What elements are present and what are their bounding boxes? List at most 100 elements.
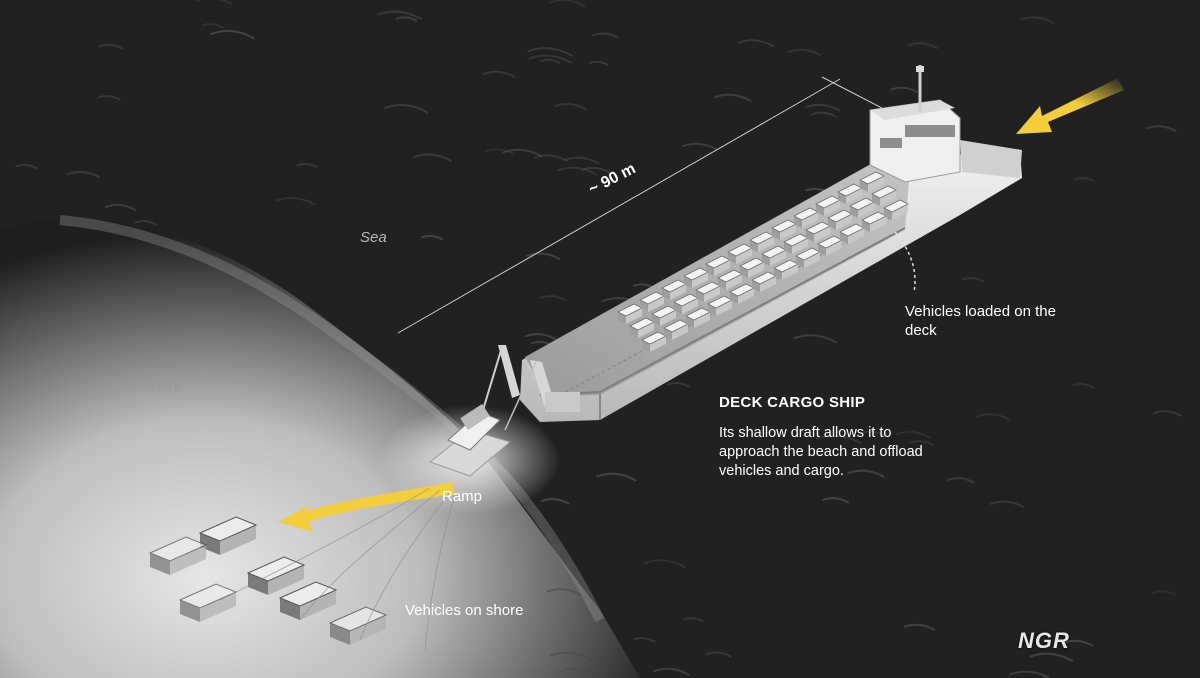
deck-vehicle [707,295,733,316]
wave-stroke [907,42,938,50]
wave-stroke [1151,590,1177,597]
vehicles-deck-label: Vehicles loaded on the deck [905,303,1056,339]
deck-vehicle [717,269,743,290]
wave-stroke [210,29,255,40]
wave-stroke [559,668,597,677]
wave-stroke [1145,125,1177,133]
wave-stroke [909,440,934,446]
bow-crane [498,345,520,398]
wave-stroke [805,103,840,112]
wave-stroke [895,430,931,439]
wave-stroke [526,252,561,260]
vehicles-shore-label: Vehicles on shore [405,602,524,619]
wave-stroke [97,94,121,101]
deck-vehicle [795,247,821,268]
deck-vehicle [773,259,799,280]
wave-stroke [524,333,557,341]
wave-stroke [527,47,573,57]
inbound-arrow [1016,78,1124,134]
wave-stroke [1071,382,1095,389]
ship-title: DECK CARGO SHIP [719,394,866,411]
deck-vehicle [859,171,885,192]
wave-stroke [816,434,861,444]
deck-vehicle [837,183,863,204]
wave-stroke [554,103,587,111]
wave-stroke [787,48,821,57]
wave-stroke [134,220,157,226]
shore-vehicle [278,581,338,620]
deck-vehicle [639,291,665,312]
deck-vehicle [695,281,721,302]
deck-vehicle [827,209,853,230]
wave-stroke [98,43,124,50]
wave-stroke [421,234,444,241]
deck-vehicle [751,271,777,292]
wave-stroke [384,104,429,114]
waves [15,0,1182,678]
wave-stroke [546,588,582,596]
wave-stroke [580,166,612,174]
deck-vehicle [771,219,797,240]
wave-stroke [903,623,936,631]
wave-stroke [811,111,837,118]
wave-stroke [395,16,418,22]
wave-stroke [737,39,775,48]
deck-vehicle [805,221,831,242]
wave-stroke [196,0,233,6]
ship-description: Its shallow draft allows it to approach … [719,425,923,479]
wave-stroke [682,142,718,151]
ship [428,65,1022,477]
wave-stroke [793,334,837,344]
wave-stroke [596,472,637,482]
deck-vehicle [739,257,765,278]
shore-vehicle [246,556,306,595]
wave-stroke [15,163,39,170]
wave-stroke [549,651,593,661]
shore-label: Shore [142,378,183,395]
wave-stroke [962,276,985,283]
ramp-label: Ramp [442,488,483,505]
wave-stroke [632,637,656,643]
wave-stroke [591,32,620,39]
wave-stroke [539,58,561,65]
wave-stroke [643,559,686,569]
deck-vehicle [783,233,809,254]
wave-stroke [376,10,422,20]
shore-vehicle [148,536,208,575]
tracks [219,487,456,651]
wave-stroke [1063,639,1094,647]
shore-vehicle [198,516,258,555]
wave-stroke [502,148,543,158]
deck-vehicle [683,267,709,288]
wave-stroke [484,148,516,156]
deck-leader-line [894,231,916,293]
wave-stroke [556,166,598,176]
wave-stroke [1008,670,1051,678]
wave-stroke [201,22,224,29]
sea-label: Sea [360,229,387,246]
wave-stroke [653,667,690,676]
wave-stroke [275,197,316,206]
wave-stroke [67,170,101,179]
wave-stroke [683,617,704,623]
wave-stroke [1074,176,1096,183]
deck-vehicle [871,185,897,206]
wave-stroke [540,498,570,505]
deck-vehicle [641,331,667,352]
deck-vehicle [849,197,875,218]
deck-vehicle [839,223,865,244]
wave-stroke [890,86,918,93]
wave-stroke [990,500,1025,509]
wave-stroke [822,497,850,504]
wave-stroke [1029,652,1074,662]
shore-edge [59,215,605,623]
wave-stroke [563,156,600,165]
wave-stroke [847,469,885,478]
wave-stroke [666,382,690,388]
offload-arrow [278,482,455,532]
wave-stroke [588,60,609,66]
wave-stroke [976,413,1011,421]
wave-stroke [713,93,752,102]
wave-stroke [704,651,733,658]
